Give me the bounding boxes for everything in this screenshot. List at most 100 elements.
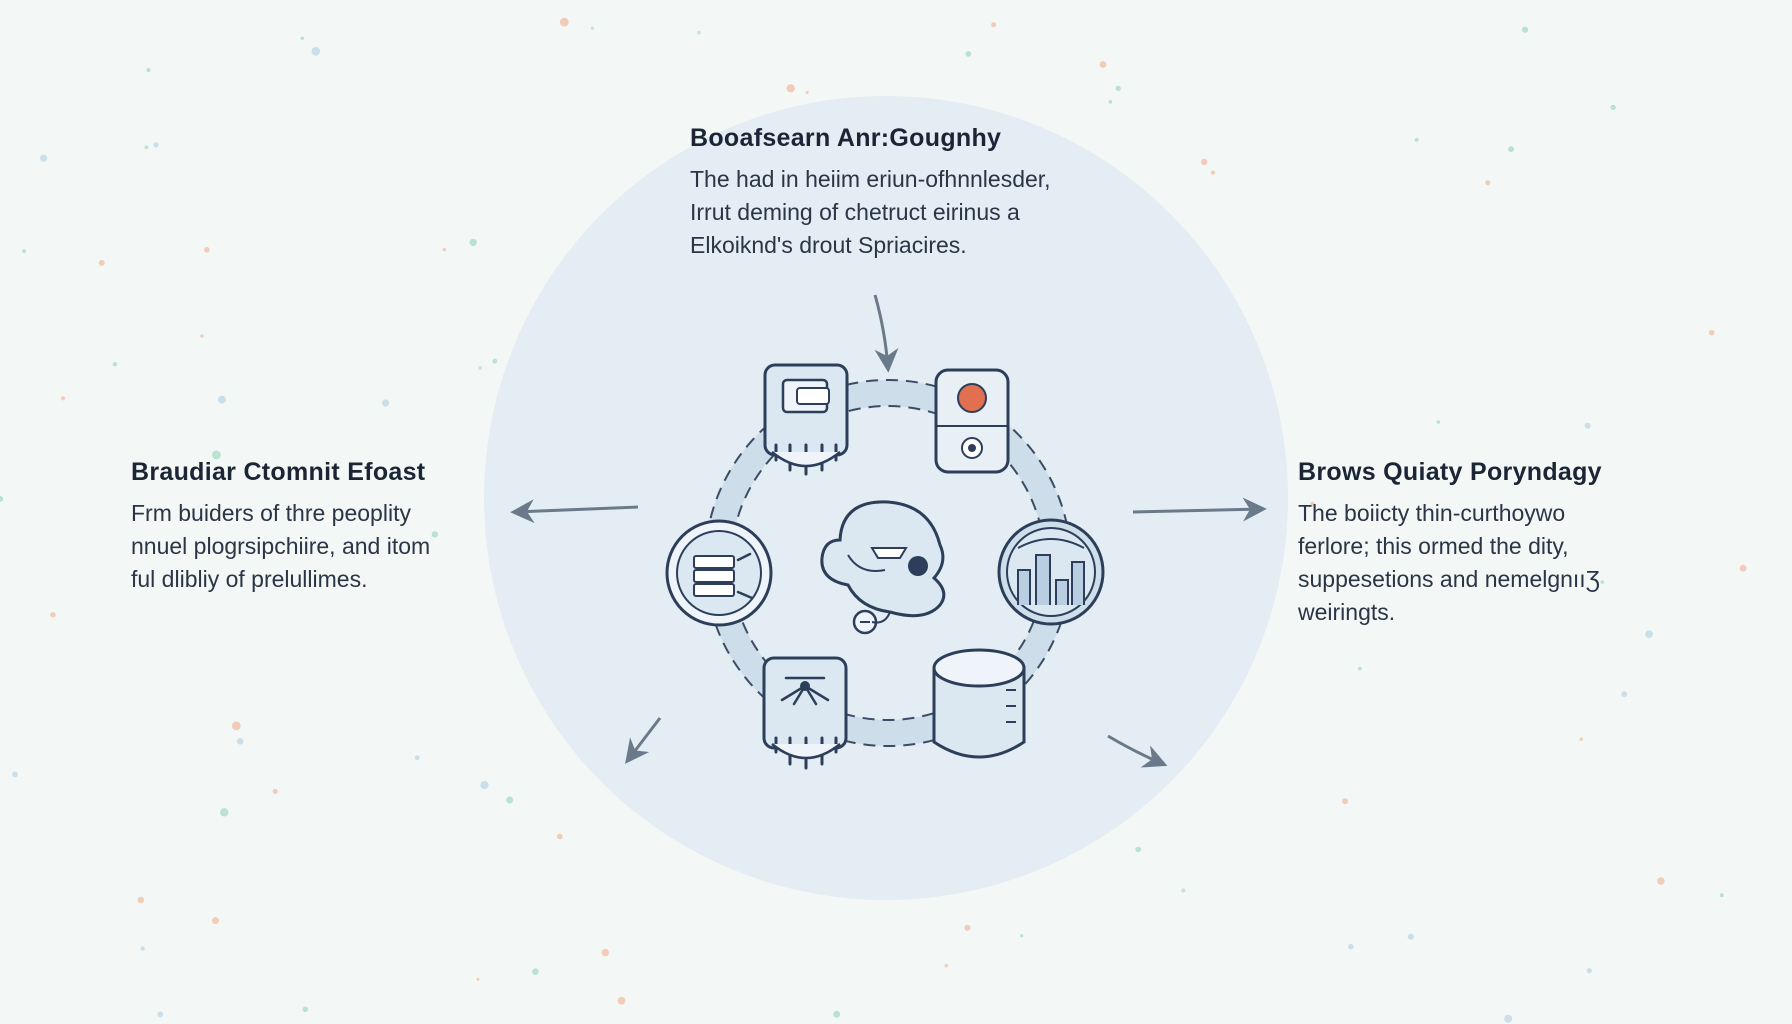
speckle xyxy=(1657,877,1665,885)
speckle xyxy=(1414,137,1419,142)
speckle xyxy=(469,238,477,247)
speckle xyxy=(944,963,949,968)
speckle xyxy=(414,755,420,761)
speckle xyxy=(144,145,149,150)
speckle xyxy=(805,90,809,94)
speckle xyxy=(1348,943,1354,950)
speckle xyxy=(1358,666,1362,671)
arrow-top-icon xyxy=(873,294,899,373)
speckle xyxy=(382,399,390,407)
speckle xyxy=(697,30,701,35)
speckle xyxy=(220,808,229,817)
speckle xyxy=(1115,85,1121,92)
speckle xyxy=(218,395,226,404)
speckle xyxy=(556,833,563,840)
speckle xyxy=(1586,968,1592,974)
speckle xyxy=(272,788,278,795)
block-right-line: The boiicty thin-curthoywo xyxy=(1298,500,1566,526)
speckle xyxy=(1508,146,1515,153)
speckle xyxy=(153,142,159,148)
server-cylinder-icon xyxy=(934,368,1010,474)
speckle xyxy=(1108,100,1113,104)
speckle xyxy=(965,51,972,57)
speckle xyxy=(140,946,145,951)
speckle xyxy=(532,968,539,975)
speckle xyxy=(492,358,498,364)
speckle xyxy=(506,796,514,804)
speckle xyxy=(617,996,626,1005)
central-brain-hub-icon xyxy=(820,500,946,635)
speckle xyxy=(0,496,4,502)
network-node-icon xyxy=(762,656,848,770)
speckle xyxy=(50,612,56,618)
speckle xyxy=(476,977,480,981)
speckle xyxy=(1584,422,1591,429)
block-right-line: suppesetions and nemelgnııƷ xyxy=(1298,566,1600,592)
block-top-title: Booаfsearn Anr:Gougnhy xyxy=(690,124,1002,152)
speckle xyxy=(1621,691,1628,698)
speckle xyxy=(1610,104,1616,111)
speckle xyxy=(559,17,569,27)
speckle xyxy=(1099,61,1107,68)
text-block-left: Braudiar Ctomnit Efoast Frm buiders of t… xyxy=(131,458,430,596)
speckle xyxy=(300,36,304,40)
arrow-right-icon xyxy=(1132,497,1267,522)
speckle xyxy=(1436,420,1441,424)
speckle xyxy=(590,26,595,30)
speckle xyxy=(22,249,26,254)
speckle xyxy=(1739,564,1747,572)
speckle xyxy=(833,1010,841,1018)
speckle xyxy=(480,781,489,790)
block-top-line: The had in heiim eriun-ofhnnlesder, xyxy=(690,166,1051,192)
block-right-line: ferlore; this ormed the dity, xyxy=(1298,533,1569,559)
speckle xyxy=(236,738,244,745)
arrow-bottom-left-icon xyxy=(625,717,662,764)
speckle xyxy=(601,948,609,957)
speckle xyxy=(1310,501,1315,507)
speckle xyxy=(1181,888,1186,893)
speckle xyxy=(311,47,321,56)
speckle xyxy=(98,259,105,266)
speckle xyxy=(1600,580,1605,584)
speckle xyxy=(1645,630,1653,638)
speckle xyxy=(1579,737,1584,741)
block-left-line: ful dlibliy of prelullimes. xyxy=(131,566,368,592)
storage-drum-icon xyxy=(932,648,1026,759)
block-right-line: weiringts. xyxy=(1298,599,1396,625)
speckle xyxy=(1719,893,1724,898)
arrow-bottom-right-icon xyxy=(1107,734,1168,768)
speckle xyxy=(40,154,48,162)
layers-globe-icon xyxy=(665,519,773,627)
speckle xyxy=(112,362,118,367)
block-left-line: Frm buiders of thre peoplity xyxy=(131,500,411,526)
speckle xyxy=(442,247,446,252)
speckle xyxy=(200,334,204,338)
arrow-left-icon xyxy=(510,499,639,524)
speckle xyxy=(1708,329,1715,336)
speckle xyxy=(157,1011,164,1018)
speckle xyxy=(991,22,997,28)
block-left-line: nnuel plogrsipchiire, and itom xyxy=(131,533,431,559)
speckle xyxy=(146,67,151,73)
speckle xyxy=(204,247,210,253)
speckle xyxy=(1201,158,1208,165)
speckle xyxy=(1020,934,1024,938)
speckle xyxy=(1522,26,1529,33)
speckle xyxy=(212,450,221,460)
text-block-top: Booаfsearn Anr:Gougnhy The had in heiim … xyxy=(690,124,1051,262)
speckle xyxy=(431,531,439,538)
speckle xyxy=(12,771,18,778)
speckle xyxy=(1485,180,1491,186)
speckle xyxy=(478,366,482,370)
speckle xyxy=(1504,1014,1513,1023)
block-top-line: Irrut deming of chetruct eirinus a xyxy=(690,199,1020,225)
speckle xyxy=(137,896,145,904)
text-block-right: Brows Quiaty Poryndagy The boiicty thin-… xyxy=(1298,458,1602,629)
block-right-title: Brows Quiaty Poryndagy xyxy=(1298,458,1602,486)
speckle xyxy=(964,924,971,931)
speckle xyxy=(1407,933,1414,940)
speckle xyxy=(212,917,219,925)
block-left-title: Braudiar Ctomnit Efoast xyxy=(131,458,426,486)
speckle xyxy=(786,84,795,93)
